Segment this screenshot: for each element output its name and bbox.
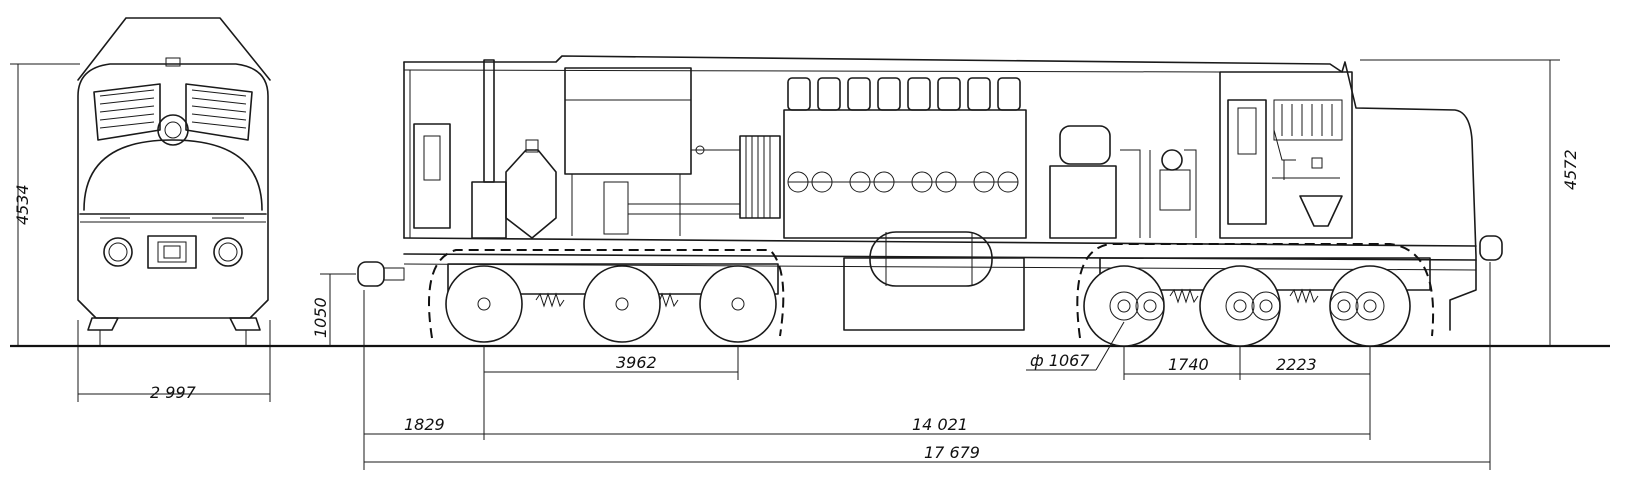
crank-covers bbox=[787, 171, 1019, 193]
overall-length-label: 17 679 bbox=[924, 443, 980, 462]
front-dimensions: 4534 2 997 bbox=[10, 63, 271, 402]
bogie-centers-label: 14 021 bbox=[912, 415, 968, 434]
right-bogie-springs bbox=[1169, 288, 1319, 304]
overhang-label: 1829 bbox=[404, 415, 445, 434]
axle-spacing-label: 3962 bbox=[616, 353, 657, 372]
front-view bbox=[77, 17, 271, 346]
wheel-diameter-label: ф 1067 bbox=[1030, 351, 1090, 370]
side-view bbox=[357, 55, 1503, 347]
bogie-spacing-a-label: 1740 bbox=[1168, 355, 1209, 374]
bogie-spacing-b-label: 2223 bbox=[1276, 355, 1317, 374]
left-bogie-wheels bbox=[445, 265, 777, 343]
front-width-label: 2 997 bbox=[150, 383, 197, 402]
buffer-height-label: 1050 bbox=[311, 297, 330, 338]
side-dimensions: 4572 1050 3962 ф 1067 1740 2223 1829 14 … bbox=[311, 59, 1580, 470]
cylinder-heads bbox=[787, 77, 1021, 111]
front-height-label: 4534 bbox=[13, 184, 32, 225]
side-height-label: 4572 bbox=[1561, 149, 1580, 190]
right-bogie-wheels bbox=[1083, 265, 1411, 347]
